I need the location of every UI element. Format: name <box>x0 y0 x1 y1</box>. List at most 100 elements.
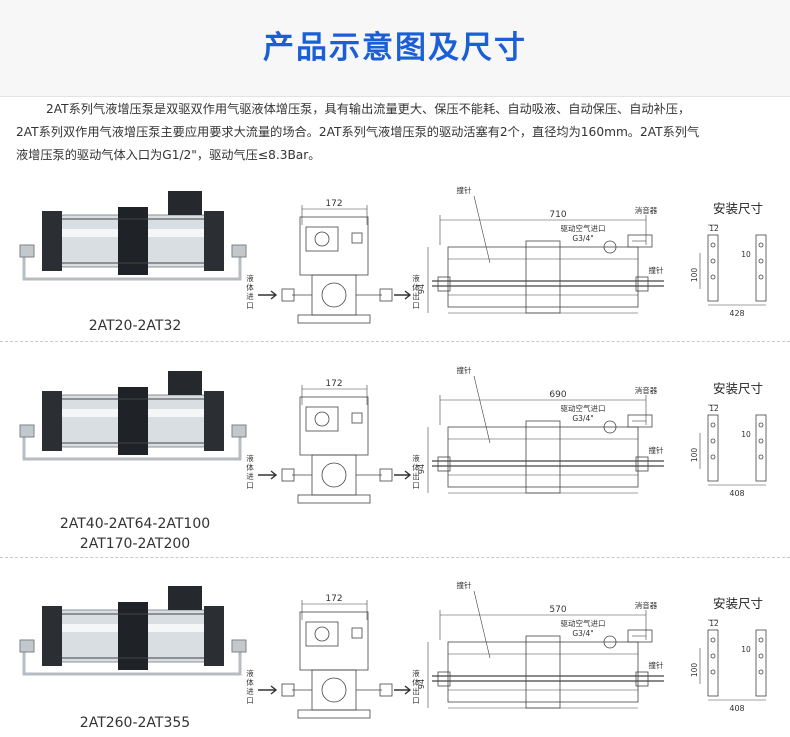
valve-body <box>299 216 369 276</box>
mount-hole <box>758 653 764 659</box>
mount-10-label: 10 <box>741 250 751 259</box>
pump-photo <box>19 586 247 676</box>
liquid-outlet-label: 体 <box>412 282 420 292</box>
muffler <box>627 629 653 643</box>
section-divider <box>0 341 790 342</box>
fitting <box>231 424 247 438</box>
model-caption-line: 2AT170-2AT200 <box>79 536 191 552</box>
liquid-outlet-label: 出 <box>412 471 420 481</box>
fitting <box>19 244 35 258</box>
outlet-arrow <box>394 290 412 300</box>
end-fitting <box>437 671 451 687</box>
model-caption: 2AT40-2AT64-2AT100 2AT170-2AT200 <box>10 514 260 554</box>
mount-base <box>297 709 371 719</box>
mount-hole <box>710 422 716 428</box>
liquid-outlet-label: 出 <box>412 686 420 696</box>
front-width-label: 172 <box>325 379 342 389</box>
cylinder-outline <box>447 246 639 308</box>
overall-length-label: 690 <box>549 390 566 400</box>
inlet-arrow <box>258 470 278 480</box>
liquid-inlet-label: 液 <box>246 668 254 678</box>
section-divider <box>0 557 790 558</box>
pump-head <box>311 274 357 316</box>
install-title: 安装尺寸 <box>713 201 763 216</box>
air-inlet-label: 驱动空气进口 <box>561 403 606 413</box>
liquid-outlet-label: 出 <box>412 291 420 301</box>
model-caption-line: 2AT40-2AT64-2AT100 <box>59 516 211 532</box>
end-block <box>42 606 62 666</box>
liquid-inlet-label: 进 <box>246 687 254 696</box>
front-width-label: 172 <box>325 594 342 604</box>
air-port-circle <box>314 231 330 247</box>
pump-illustration <box>19 191 247 281</box>
pump-head-circle <box>321 677 347 703</box>
muffler-label: 消音器 <box>635 385 658 395</box>
center-block <box>118 207 148 275</box>
liquid-outlet-label: 口 <box>412 301 420 310</box>
liquid-tube <box>22 650 242 676</box>
outlet-arrow <box>394 685 412 695</box>
leader-line <box>473 590 491 659</box>
air-port-size-label: G3/4" <box>572 629 593 638</box>
fitting <box>19 424 35 438</box>
liquid-tube <box>22 255 242 281</box>
leader-line <box>473 195 491 264</box>
air-port-size-label: G3/4" <box>572 414 593 423</box>
mount-10-label: 10 <box>741 645 751 654</box>
intro-text: 2AT系列气液增压泵是双驱双作用气驱液体增压泵，具有输出流量更大、保压不能耗、自… <box>16 98 778 167</box>
liquid-inlet-label: 口 <box>246 696 254 705</box>
mount-hole <box>758 258 764 264</box>
mount-bracket-right <box>755 234 767 302</box>
mount-hole <box>758 438 764 444</box>
mount-height-label: 100 <box>690 268 699 283</box>
end-fitting <box>635 671 649 687</box>
mount-hole <box>710 653 716 659</box>
inlet-fitting <box>281 683 295 697</box>
liquid-outlet-label: 口 <box>412 696 420 705</box>
fitting <box>231 639 247 653</box>
pump-illustration <box>19 371 247 461</box>
air-inlet-label: 驱动空气进口 <box>561 618 606 628</box>
pump-illustration <box>19 586 247 676</box>
pump-photo <box>19 191 247 281</box>
model-caption: 2AT260-2AT355 <box>10 713 260 733</box>
liquid-inlet-label: 液 <box>246 273 254 283</box>
header-banner: 产品示意图及尺寸 <box>0 0 790 97</box>
end-fitting <box>635 456 649 472</box>
mount-12-label: 12 <box>709 619 719 628</box>
front-width-label: 172 <box>325 199 342 209</box>
inlet-fitting <box>281 288 295 302</box>
end-fitting <box>635 276 649 292</box>
fitting <box>231 244 247 258</box>
air-inlet-circle <box>603 240 617 254</box>
air-inlet-label: 驱动空气进口 <box>561 223 606 233</box>
overall-length-label: 570 <box>549 605 566 615</box>
valve-body <box>299 611 369 671</box>
liquid-inlet-label: 口 <box>246 301 254 310</box>
mount-hole <box>758 422 764 428</box>
install-title: 安装尺寸 <box>713 381 763 396</box>
intro-line-1: 2AT系列气液增压泵是双驱双作用气驱液体增压泵，具有输出流量更大、保压不能耗、自… <box>46 102 691 116</box>
liquid-inlet-label: 进 <box>246 472 254 481</box>
air-valve-box <box>168 191 202 215</box>
intro-line-2: 2AT系列双作用气液增压泵主要应用要求大流量的场合。2AT系列气液增压泵的驱动活… <box>16 125 700 139</box>
center-block <box>118 387 148 455</box>
overall-length-label: 710 <box>549 210 566 220</box>
pump-head-circle <box>321 462 347 488</box>
cylinder-outline <box>447 426 639 488</box>
air-valve-box <box>168 586 202 610</box>
mount-bracket-right <box>755 414 767 482</box>
mount-base <box>297 494 371 504</box>
overall-height-label: 94 <box>418 284 426 294</box>
outlet-arrow <box>394 470 412 480</box>
mount-hole <box>710 258 716 264</box>
muffler-port <box>351 627 363 639</box>
liquid-tube <box>22 435 242 461</box>
outlet-fitting <box>379 288 393 302</box>
mount-bracket-left <box>707 234 719 302</box>
